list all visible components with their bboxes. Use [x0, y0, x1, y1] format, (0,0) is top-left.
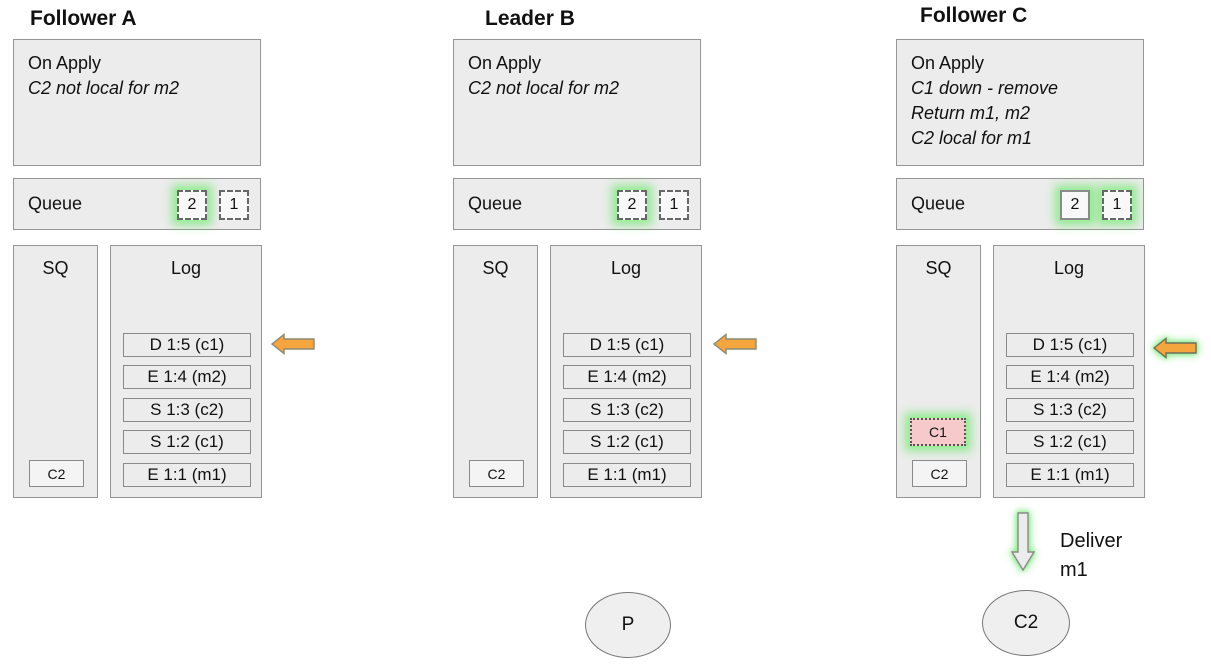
log-box: Log D 1:5 (c1) E 1:4 (m2) S 1:3 (c2) S 1…	[110, 245, 262, 498]
on-apply-heading: On Apply	[28, 53, 102, 73]
queue-label: Queue	[468, 193, 523, 214]
queue-item: 1	[659, 190, 689, 220]
left-arrow-icon	[270, 333, 315, 355]
log-label: Log	[610, 258, 642, 278]
log-entry: D 1:5 (c1)	[123, 333, 251, 357]
log-entry: E 1:4 (m2)	[123, 365, 251, 389]
queue-label: Queue	[28, 193, 83, 214]
log-box: Log D 1:5 (c1) E 1:4 (m2) S 1:3 (c2) S 1…	[993, 245, 1145, 498]
log-entry: D 1:5 (c1)	[1006, 333, 1134, 357]
node-follower-c: Follower C On Apply C1 down - remove Ret…	[896, 0, 1197, 669]
on-apply-note: C1 down - remove	[911, 78, 1059, 98]
queue-box: Queue 2 1	[896, 178, 1144, 230]
queue-item: 1	[219, 190, 249, 220]
log-label: Log	[1053, 258, 1085, 278]
sq-label: SQ	[482, 258, 509, 278]
log-label: Log	[170, 258, 202, 278]
queue-box: Queue 2 1	[453, 178, 701, 230]
log-entry: E 1:1 (m1)	[1006, 463, 1134, 487]
log-entry: S 1:3 (c2)	[123, 398, 251, 422]
queue-label: Queue	[911, 193, 966, 214]
queue-box: Queue 2 1	[13, 178, 261, 230]
sq-label: SQ	[925, 258, 952, 278]
node-follower-a: Follower A On Apply C2 not local for m2 …	[13, 0, 315, 669]
log-entry: E 1:4 (m2)	[563, 365, 691, 389]
sq-label: SQ	[42, 258, 69, 278]
sq-item-removed: C1	[910, 418, 966, 446]
on-apply-heading: On Apply	[468, 53, 542, 73]
log-entry: S 1:3 (c2)	[1006, 398, 1134, 422]
queue-item: 1	[1102, 190, 1132, 220]
queue-item: 2	[617, 190, 647, 220]
left-arrow-icon	[712, 333, 757, 355]
log-entry: E 1:1 (m1)	[123, 463, 251, 487]
log-entry: E 1:1 (m1)	[563, 463, 691, 487]
node-title: Leader B	[485, 7, 575, 30]
producer-ellipse: P	[585, 592, 671, 658]
on-apply-note: C2 not local for m2	[468, 78, 620, 98]
node-title: Follower C	[920, 4, 1028, 27]
down-arrow-icon	[1010, 512, 1036, 572]
on-apply-heading: On Apply	[911, 53, 985, 73]
sq-item: C2	[912, 460, 967, 487]
on-apply-note: C2 local for m1	[911, 128, 1033, 148]
deliver-annotation: Deliver m1	[1060, 527, 1122, 585]
deliver-line: Deliver	[1060, 530, 1123, 552]
queue-item: 2	[177, 190, 207, 220]
queue-item: 2	[1060, 190, 1090, 220]
log-entry: S 1:2 (c1)	[1006, 430, 1134, 454]
on-apply-box: On Apply C1 down - remove Return m1, m2 …	[896, 39, 1144, 166]
sq-item: C2	[469, 460, 524, 487]
log-entry: S 1:2 (c1)	[563, 430, 691, 454]
on-apply-box: On Apply C2 not local for m2	[453, 39, 701, 166]
node-title: Follower A	[30, 7, 137, 30]
sq-box: SQ C2	[13, 245, 98, 498]
log-entry: D 1:5 (c1)	[563, 333, 691, 357]
sq-item: C2	[29, 460, 84, 487]
consumer-label: C2	[1013, 612, 1039, 633]
log-box: Log D 1:5 (c1) E 1:4 (m2) S 1:3 (c2) S 1…	[550, 245, 702, 498]
log-entry: S 1:2 (c1)	[123, 430, 251, 454]
consumer-ellipse: C2	[982, 590, 1070, 656]
deliver-line: m1	[1060, 559, 1088, 581]
left-arrow-icon	[1152, 337, 1197, 359]
sq-box: SQ C2	[453, 245, 538, 498]
sq-box: SQ C1 C2	[896, 245, 981, 498]
producer-label: P	[621, 614, 635, 635]
on-apply-note: Return m1, m2	[911, 103, 1031, 123]
log-entry: E 1:4 (m2)	[1006, 365, 1134, 389]
log-entry: S 1:3 (c2)	[563, 398, 691, 422]
on-apply-note: C2 not local for m2	[28, 78, 180, 98]
node-leader-b: Leader B On Apply C2 not local for m2 Qu…	[453, 0, 757, 669]
on-apply-box: On Apply C2 not local for m2	[13, 39, 261, 166]
